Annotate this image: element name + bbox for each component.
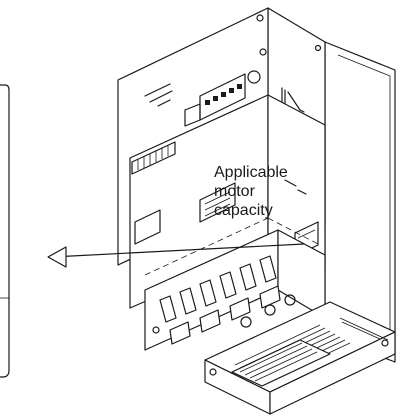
terminal-screws bbox=[152, 294, 296, 334]
callout-line-2: motor bbox=[214, 183, 255, 200]
side-marks bbox=[281, 87, 305, 113]
rating-plate-line bbox=[297, 229, 316, 239]
vent-grille bbox=[231, 317, 389, 387]
screw-top-right bbox=[256, 14, 264, 22]
callout-line-1: Applicable bbox=[214, 164, 288, 181]
bottom-screw-right bbox=[381, 339, 389, 347]
middle-connector bbox=[199, 182, 236, 223]
middle-side-marks bbox=[284, 179, 307, 195]
terminal-strip bbox=[131, 141, 176, 175]
knob bbox=[247, 70, 261, 84]
bottom-cover-side bbox=[269, 331, 396, 415]
screw-mid-right bbox=[259, 48, 267, 56]
bottom-screw-left bbox=[209, 368, 217, 376]
callout-arrow bbox=[47, 243, 305, 268]
terminal-fins bbox=[159, 255, 281, 345]
callout-line-3: capacity bbox=[214, 202, 273, 219]
callout-label: Applicable motor capacity bbox=[214, 163, 288, 220]
dashed-line-lower bbox=[144, 217, 269, 276]
left-frame-bracket bbox=[0, 84, 10, 378]
cover-label-lines bbox=[144, 83, 173, 107]
front-label-plate bbox=[134, 209, 161, 245]
screw-top-side bbox=[314, 44, 322, 52]
operation-panel bbox=[184, 73, 246, 127]
